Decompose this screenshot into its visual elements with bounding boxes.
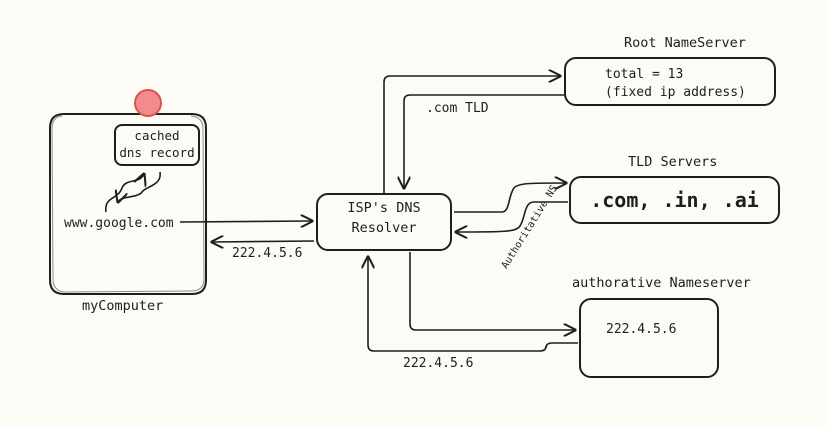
tld-domains-label: .com, .in, .ai <box>590 188 759 212</box>
url-label: www.google.com <box>64 216 174 231</box>
cached-dns-record-box <box>114 124 200 166</box>
root-nameserver-box <box>564 57 776 106</box>
computer-to-resolver-arrow <box>179 221 312 222</box>
authoritative-ip-label: 222.4.5.6 <box>606 322 677 337</box>
resolver-line-1: ISP's DNS <box>347 200 421 216</box>
authoritative-nameserver-title: authorative Nameserver <box>572 275 751 291</box>
my-computer-box <box>49 113 207 295</box>
isp-dns-resolver-box <box>316 193 452 251</box>
root-to-resolver-arrow <box>404 94 564 188</box>
tld-servers-box <box>569 176 780 224</box>
root-fixed-ip-note: (fixed ip address) <box>605 85 746 100</box>
cache-to-url-arrow <box>118 171 161 202</box>
authoritative-to-resolver-arrow <box>368 257 578 352</box>
tld-to-resolver-arrow <box>456 201 568 232</box>
root-total-count: total = 13 <box>605 67 684 82</box>
com-tld-edge-label: .com TLD <box>426 101 489 116</box>
resolver-line-2: Resolver <box>351 220 417 236</box>
authoritative-to-resolver-ip-label: 222.4.5.6 <box>403 356 474 371</box>
my-computer-label: myComputer <box>82 298 164 314</box>
root-nameserver-title: Root NameServer <box>624 35 746 51</box>
resolver-to-authoritative-arrow <box>409 252 575 330</box>
status-indicator-icon <box>134 89 162 117</box>
tld-servers-title: TLD Servers <box>628 154 718 170</box>
resolver-to-computer-ip-label: 222.4.5.6 <box>232 246 303 261</box>
authoritative-nameserver-box <box>579 298 719 378</box>
root-nameserver-info: total = 13 (fixed ip address) <box>605 66 746 102</box>
isp-dns-resolver-label: ISP's DNS Resolver <box>318 198 450 238</box>
resolver-to-root-arrow <box>383 76 560 193</box>
resolver-to-computer-arrow <box>212 241 315 242</box>
cache-line-2: dns record <box>119 145 195 160</box>
url-to-cache-arrow <box>105 174 144 213</box>
resolver-to-tld-arrow <box>454 183 566 213</box>
cached-dns-record-label: cached dns record <box>116 127 198 161</box>
cache-line-1: cached <box>134 128 180 143</box>
